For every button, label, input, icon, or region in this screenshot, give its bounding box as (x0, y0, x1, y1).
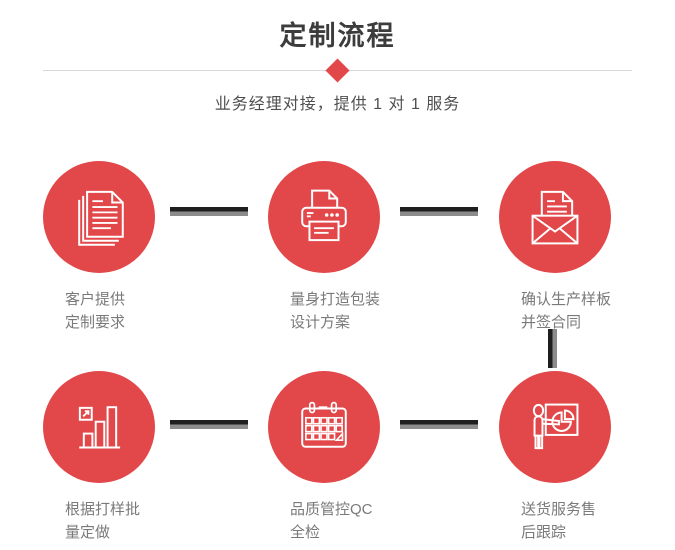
envelope-icon (531, 190, 579, 245)
step-label: 根据打样批 量定做 (65, 498, 155, 544)
step-circle (43, 161, 155, 273)
step-packaging-design: 量身打造包装 设计方案 (268, 161, 380, 334)
step-label: 客户提供 定制要求 (65, 288, 155, 334)
printer-icon (301, 189, 347, 242)
step-circle (499, 161, 611, 273)
step-label-line: 客户提供 (65, 291, 126, 308)
step-label: 品质管控QC 全检 (290, 498, 380, 544)
step-circle (268, 161, 380, 273)
step-label-line: 量身打造包装 (290, 291, 381, 308)
step-circle (499, 371, 611, 483)
step-delivery-tracking: 送货服务售 后跟踪 (499, 371, 611, 544)
documents-icon (78, 190, 124, 246)
calendar-icon (301, 401, 347, 448)
step-label-line: 后跟踪 (521, 524, 567, 541)
diamond-icon (325, 58, 350, 83)
step-label: 量身打造包装 设计方案 (290, 288, 380, 334)
step-batch-production: 根据打样批 量定做 (43, 371, 155, 544)
step-circle (43, 371, 155, 483)
presentation-icon (532, 403, 579, 450)
step-label: 送货服务售 后跟踪 (521, 498, 611, 544)
step-sample-contract: 确认生产样板 并签合同 (499, 161, 611, 334)
bar-chart-icon (78, 406, 121, 449)
step-label-line: 并签合同 (521, 314, 582, 331)
step-label-line: 根据打样批 (65, 501, 141, 518)
step-customer-requirements: 客户提供 定制要求 (43, 161, 155, 334)
step-label-line: 全检 (290, 524, 321, 541)
step-label: 确认生产样板 并签合同 (521, 288, 611, 334)
step-label-line: 量定做 (65, 524, 111, 541)
step-label-line: 品质管控QC (290, 501, 373, 518)
connector-dash (170, 420, 248, 429)
step-label-line: 设计方案 (290, 314, 351, 331)
step-label-line: 定制要求 (65, 314, 126, 331)
connector-dash (170, 207, 248, 216)
step-label-line: 送货服务售 (521, 501, 597, 518)
step-label-line: 确认生产样板 (521, 291, 612, 308)
step-qc-inspection: 品质管控QC 全检 (268, 371, 380, 544)
page-title: 定制流程 (279, 21, 396, 51)
step-circle (268, 371, 380, 483)
connector-dash (400, 420, 478, 429)
connector-dash-vertical (548, 329, 557, 368)
section-subtitle: 业务经理对接，提供 1 对 1 服务 (214, 96, 461, 113)
connector-dash (400, 207, 478, 216)
